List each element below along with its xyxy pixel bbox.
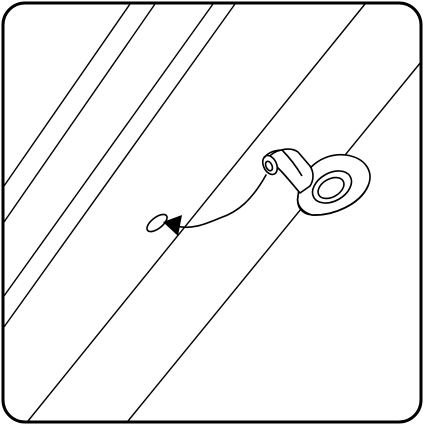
panel-glass-lines-icon bbox=[3, 3, 422, 422]
suction-cup-mount-icon bbox=[261, 148, 371, 216]
panel-edge-line-1 bbox=[27, 3, 366, 422]
glass-edge-line-3 bbox=[3, 3, 214, 297]
glass-edge-line-2 bbox=[3, 3, 156, 223]
mounting-pin-icon bbox=[146, 213, 168, 233]
glass-edge-line-1 bbox=[3, 3, 131, 187]
direction-arrow-icon bbox=[163, 174, 267, 236]
panel-edge-line-2 bbox=[127, 61, 422, 422]
glass-edge-line-4 bbox=[3, 3, 236, 328]
